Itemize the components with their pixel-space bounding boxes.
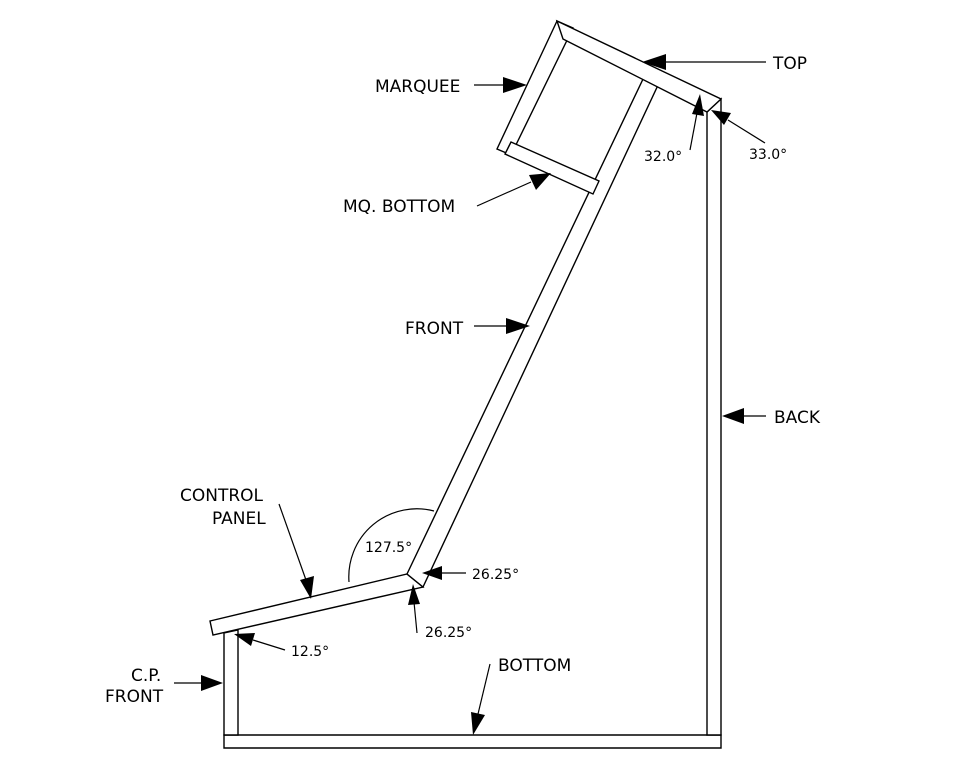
angle-cp-interior: 127.5° [365,540,412,556]
bottom-leader [477,663,491,715]
label-front: FRONT [405,319,464,339]
angle-2625b-arrowhead [408,584,420,605]
angle-cp-lower: 26.25° [425,625,472,641]
marquee-arrowhead [503,77,527,93]
angle-32-arrowhead [692,94,704,116]
angle-33-leader [727,119,766,144]
label-mq-bottom: MQ. BOTTOM [343,197,455,217]
bottom-panel [223,734,722,749]
cp-front-panel [223,629,239,736]
angle-front-lower: 26.25° [472,567,519,583]
label-cp-front-line1: C.P. [131,666,161,686]
front-arrowhead [506,318,530,334]
angle-125-arrowhead [234,633,255,646]
cp-angle-arc [348,508,435,583]
mq-bottom-panel [504,141,600,195]
control-panel-leader [278,503,307,581]
angle-32-leader [689,112,698,151]
angle-top-front: 32.0° [644,149,682,165]
label-top: TOP [772,54,807,74]
angle-125-leader [252,639,286,651]
mq-bottom-leader [476,181,532,207]
cp-front-arrowhead [201,675,223,691]
top-arrowhead [642,54,666,70]
label-bottom: BOTTOM [498,656,571,676]
label-marquee: MARQUEE [375,77,460,97]
angle-cp-front: 12.5° [291,644,329,660]
label-cp-front-line2: FRONT [105,687,164,707]
angle-33-arrowhead [711,110,731,125]
label-back: BACK [774,408,821,428]
angle-2625b-leader [413,601,418,634]
top-panel [555,19,723,113]
control-panel-arrowhead [300,576,314,599]
angle-top-back: 33.0° [749,147,787,163]
back-panel [706,97,722,736]
label-control-panel-line1: CONTROL [180,486,264,506]
control-panel-board [209,573,425,636]
back-arrowhead [722,408,744,424]
bottom-arrowhead [471,712,485,735]
label-control-panel-line2: PANEL [212,509,266,529]
angle-2625a-arrowhead [422,566,442,580]
mq-bottom-arrowhead [529,173,551,190]
